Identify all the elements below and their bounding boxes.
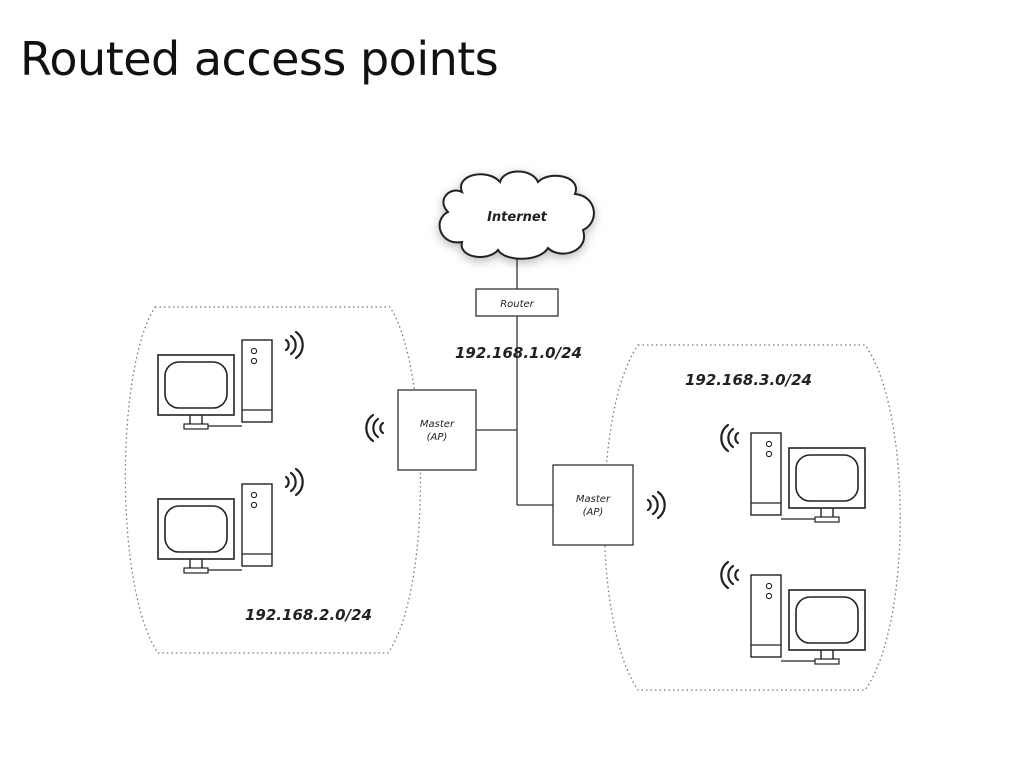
router-icon — [475, 288, 559, 317]
wifi-signal-icon — [646, 490, 666, 520]
access-point-right-line2: (AP) — [583, 507, 604, 518]
router: Router — [475, 288, 559, 317]
desktop-computer-icon — [157, 483, 273, 574]
client-left-1 — [157, 330, 304, 430]
wifi-signal-icon — [284, 330, 304, 360]
access-point-left-line1: Master — [420, 419, 455, 430]
client-right-1 — [720, 423, 866, 523]
wifi-signal-icon — [365, 413, 385, 443]
access-point-right-line1: Master — [576, 494, 611, 505]
desktop-computer-icon — [750, 574, 866, 665]
desktop-computer-icon — [157, 339, 273, 430]
access-point-icon — [397, 389, 477, 471]
network-wires — [476, 258, 553, 506]
client-right-2 — [720, 560, 866, 665]
client-left-2 — [157, 467, 304, 574]
access-point-icon — [552, 464, 634, 546]
desktop-computer-icon — [750, 432, 866, 523]
router-label: Router — [500, 299, 534, 310]
wifi-signal-icon — [720, 423, 740, 453]
subnet-zone-left — [124, 306, 422, 654]
uplink-subnet-label: 192.168.1.0/24 — [455, 344, 582, 362]
access-point-left: Master (AP) — [365, 389, 477, 471]
internet-cloud: Internet — [438, 170, 595, 260]
access-point-right: Master (AP) — [552, 464, 666, 546]
wifi-signal-icon — [284, 467, 304, 497]
cloud-icon — [438, 170, 595, 260]
slide-title: Routed access points — [20, 32, 499, 86]
subnet-left-label: 192.168.2.0/24 — [245, 606, 372, 624]
subnet-right-label: 192.168.3.0/24 — [685, 371, 812, 389]
access-point-left-line2: (AP) — [427, 432, 448, 443]
wifi-signal-icon — [720, 560, 740, 590]
internet-label: Internet — [487, 210, 548, 225]
